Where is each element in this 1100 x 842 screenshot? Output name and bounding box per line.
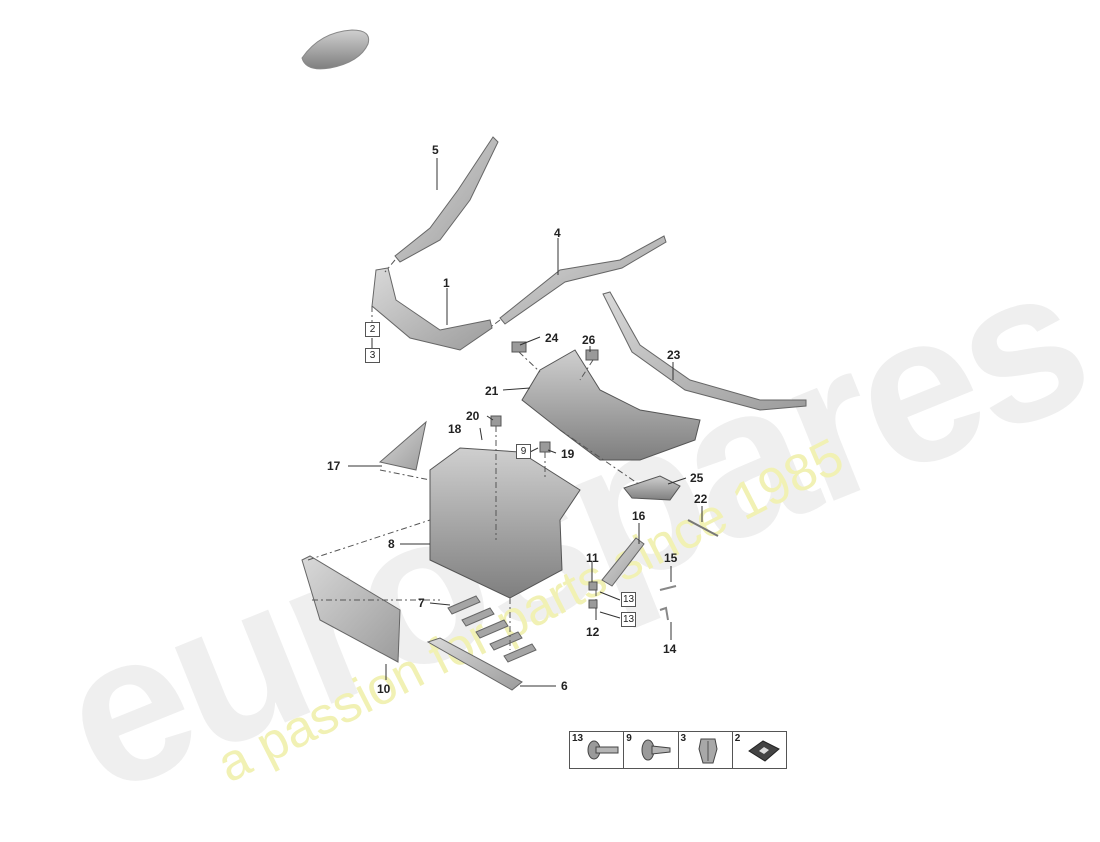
callout-21: 21 — [485, 384, 499, 398]
part-14-pin — [659, 606, 669, 621]
callout-18: 18 — [448, 422, 462, 436]
part-4-sill-trim — [499, 235, 667, 325]
part-1-trim — [371, 267, 493, 351]
callout-6: 6 — [561, 679, 568, 693]
part-22-rod — [687, 519, 719, 537]
leader-lines — [348, 158, 703, 687]
callout-19: 19 — [561, 447, 575, 461]
screw-icon — [587, 740, 619, 760]
callout-23: 23 — [667, 348, 681, 362]
pad-icon — [747, 740, 780, 762]
part-26-bracket — [585, 349, 599, 361]
part-7-pads — [447, 595, 537, 663]
legend-number: 13 — [572, 733, 584, 744]
legend-item-2: 2 — [733, 732, 786, 768]
part-23-trim — [602, 291, 807, 411]
legend-item-13: 13 — [570, 732, 625, 768]
legend-item-3: 3 — [679, 732, 733, 768]
boxed-callout-13a: 13 — [621, 592, 636, 607]
callout-15: 15 — [664, 551, 678, 565]
parts-diagram: eurospares a passion for parts since 198… — [30, 29, 1100, 838]
callout-20: 20 — [466, 409, 480, 423]
callout-1: 1 — [443, 276, 450, 290]
callout-11: 11 — [586, 551, 599, 565]
part-20-bracket — [490, 415, 502, 427]
push-rivet-icon — [641, 739, 671, 761]
boxed-callout-13b: 13 — [621, 612, 636, 627]
boxed-callout-3: 3 — [365, 348, 380, 363]
part-15-pin — [659, 585, 677, 591]
exploded-view — [301, 29, 807, 691]
clip-nut-icon — [697, 738, 718, 764]
callout-5: 5 — [432, 143, 439, 157]
legend-number: 9 — [626, 733, 632, 744]
callout-24: 24 — [545, 331, 559, 345]
car-thumbnail-icon — [301, 29, 370, 70]
part-5-pillar-trim — [394, 136, 499, 263]
boxed-callout-2: 2 — [365, 322, 380, 337]
boxed-callout-9: 9 — [516, 444, 531, 459]
part-11-clip — [588, 581, 598, 591]
part-17-trim — [378, 420, 427, 471]
callout-10: 10 — [377, 682, 391, 696]
callout-22: 22 — [694, 492, 708, 506]
legend-item-9: 9 — [624, 732, 679, 768]
callout-26: 26 — [582, 333, 596, 347]
callout-25: 25 — [690, 471, 704, 485]
callout-14: 14 — [663, 642, 677, 656]
part-16-cover — [601, 537, 645, 587]
part-10-side-panel — [301, 555, 401, 663]
part-12-clip — [588, 599, 598, 609]
callout-12: 12 — [586, 625, 600, 639]
part-6-strip — [426, 637, 523, 691]
callout-16: 16 — [632, 509, 646, 523]
part-8-trunk-liner — [429, 447, 581, 599]
legend-number: 3 — [680, 733, 687, 744]
legend-number: 2 — [734, 733, 741, 744]
callout-7: 7 — [418, 596, 425, 610]
assembly-lines — [307, 259, 641, 650]
callout-8: 8 — [388, 537, 395, 551]
part-21-panel — [521, 349, 701, 461]
callout-4: 4 — [554, 226, 561, 240]
part-25-trim — [623, 475, 681, 501]
fastener-legend: 13 9 3 2 — [569, 731, 787, 769]
callout-17: 17 — [327, 459, 341, 473]
